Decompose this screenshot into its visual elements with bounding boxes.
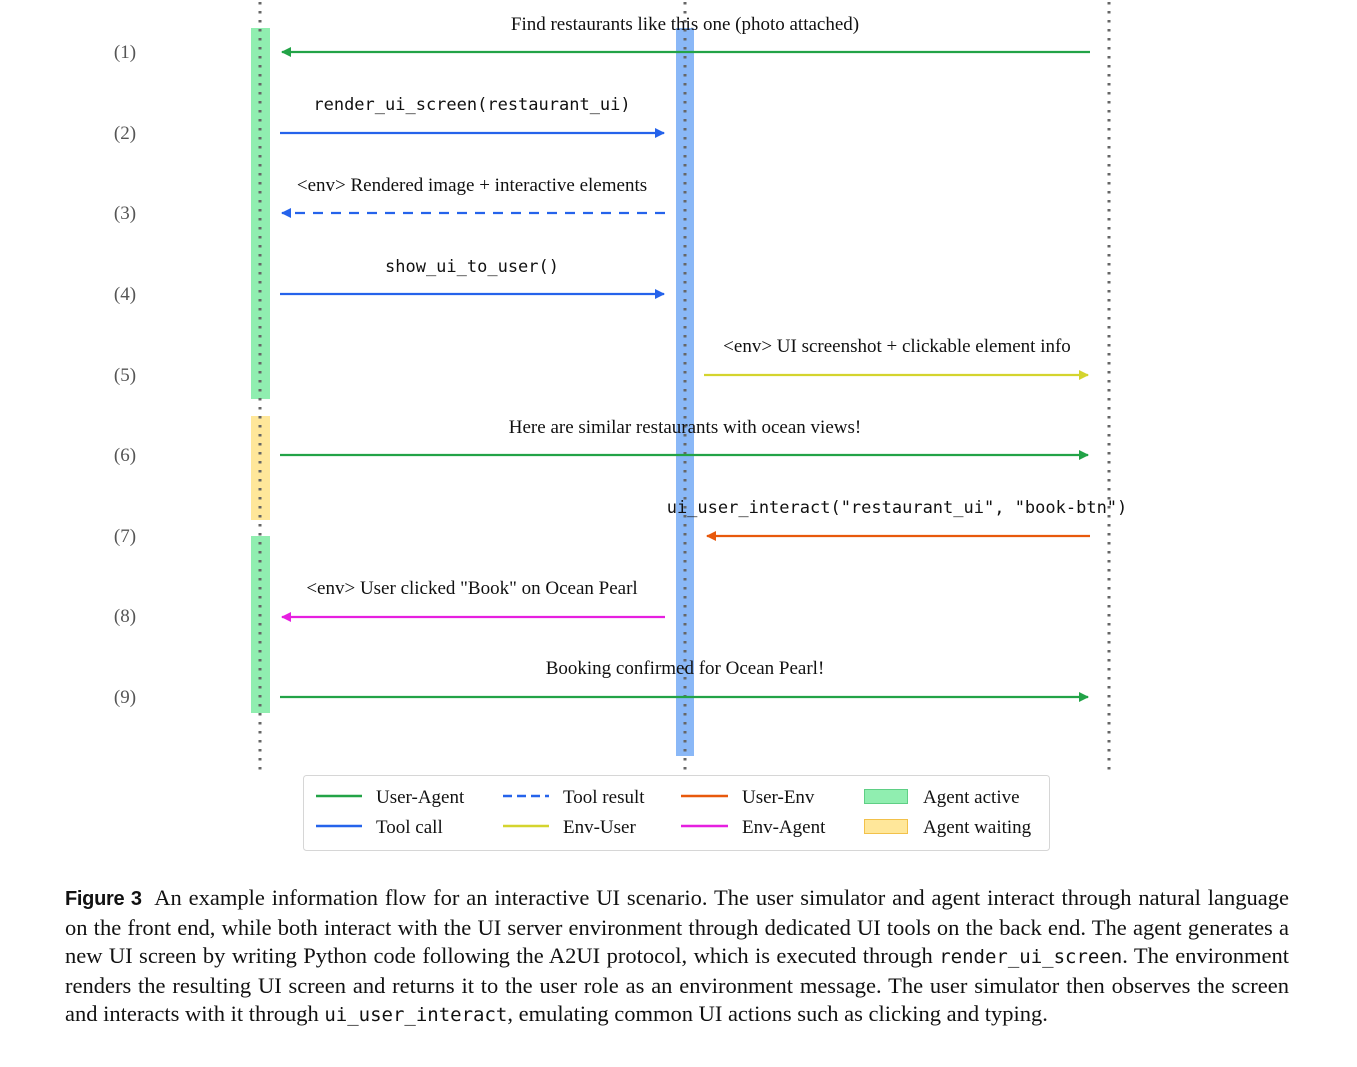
legend: User-Agent Tool call Tool result Env-Use… — [303, 775, 1050, 851]
message-label: show_ui_to_user() — [385, 257, 559, 277]
caption-text: An example information flow for an inter… — [65, 885, 1289, 968]
step-number: (1) — [114, 42, 136, 63]
legend-label: Tool result — [563, 787, 645, 808]
agent-active-bar-1 — [251, 28, 270, 399]
caption-text: , emulating common UI actions such as cl… — [507, 1001, 1048, 1026]
message-label: Booking confirmed for Ocean Pearl! — [546, 658, 825, 679]
agent-waiting-bar — [251, 416, 270, 520]
legend-swatch-agent-waiting — [864, 819, 908, 834]
message-label: render_ui_screen(restaurant_ui) — [313, 95, 630, 115]
sequence-diagram: (1) Find restaurants like this one (phot… — [114, 2, 1128, 851]
legend-label: Tool call — [376, 817, 443, 838]
legend-swatch-agent-active — [864, 789, 908, 804]
message-label: <env> Rendered image + interactive eleme… — [297, 175, 647, 196]
legend-label: User-Agent — [376, 787, 465, 808]
legend-label: Agent active — [923, 787, 1020, 808]
legend-label: Env-Agent — [742, 817, 826, 838]
caption-text: . The environment renders the resulting … — [65, 943, 1289, 1026]
legend-label: Env-User — [563, 817, 636, 838]
message-label: ui_user_interact("restaurant_ui", "book-… — [667, 498, 1128, 518]
step-number: (9) — [114, 687, 136, 708]
legend-frame — [303, 775, 1050, 851]
figure-caption: Figure 3 An example information flow for… — [65, 884, 1289, 1030]
message-label: Here are similar restaurants with ocean … — [509, 417, 861, 438]
step-number: (7) — [114, 526, 136, 547]
step-number: (5) — [114, 365, 136, 386]
figure-label: Figure 3 — [65, 888, 142, 910]
message-label: <env> User clicked "Book" on Ocean Pearl — [306, 578, 637, 599]
step-number: (2) — [114, 123, 136, 144]
step-number: (4) — [114, 284, 136, 305]
legend-label: User-Env — [742, 787, 815, 808]
env-active-bar — [676, 28, 694, 756]
caption-code: render_ui_screen — [939, 946, 1123, 968]
step-number: (6) — [114, 445, 136, 466]
step-number: (3) — [114, 203, 136, 224]
step-number: (8) — [114, 606, 136, 627]
caption-code: ui_user_interact — [324, 1004, 508, 1026]
message-label: Find restaurants like this one (photo at… — [511, 14, 859, 35]
legend-label: Agent waiting — [923, 817, 1032, 838]
message-label: <env> UI screenshot + clickable element … — [723, 336, 1071, 357]
